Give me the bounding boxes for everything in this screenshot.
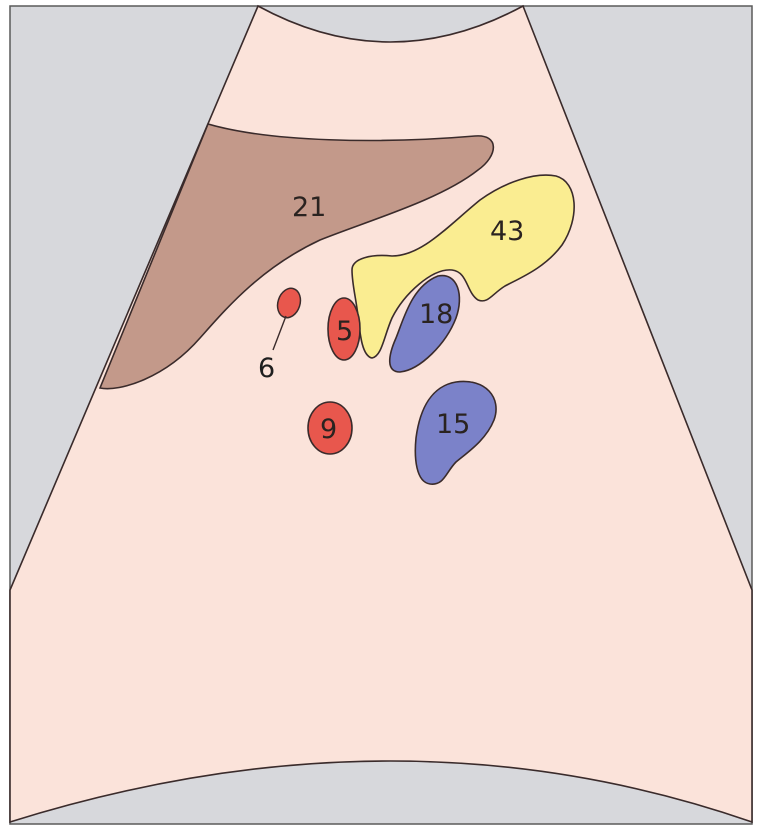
label-9: 9 — [320, 414, 337, 445]
label-43: 43 — [490, 216, 524, 247]
label-18: 18 — [419, 299, 453, 330]
label-6: 6 — [258, 353, 275, 384]
label-21: 21 — [292, 192, 326, 223]
label-5: 5 — [336, 316, 353, 347]
label-15: 15 — [436, 409, 470, 440]
